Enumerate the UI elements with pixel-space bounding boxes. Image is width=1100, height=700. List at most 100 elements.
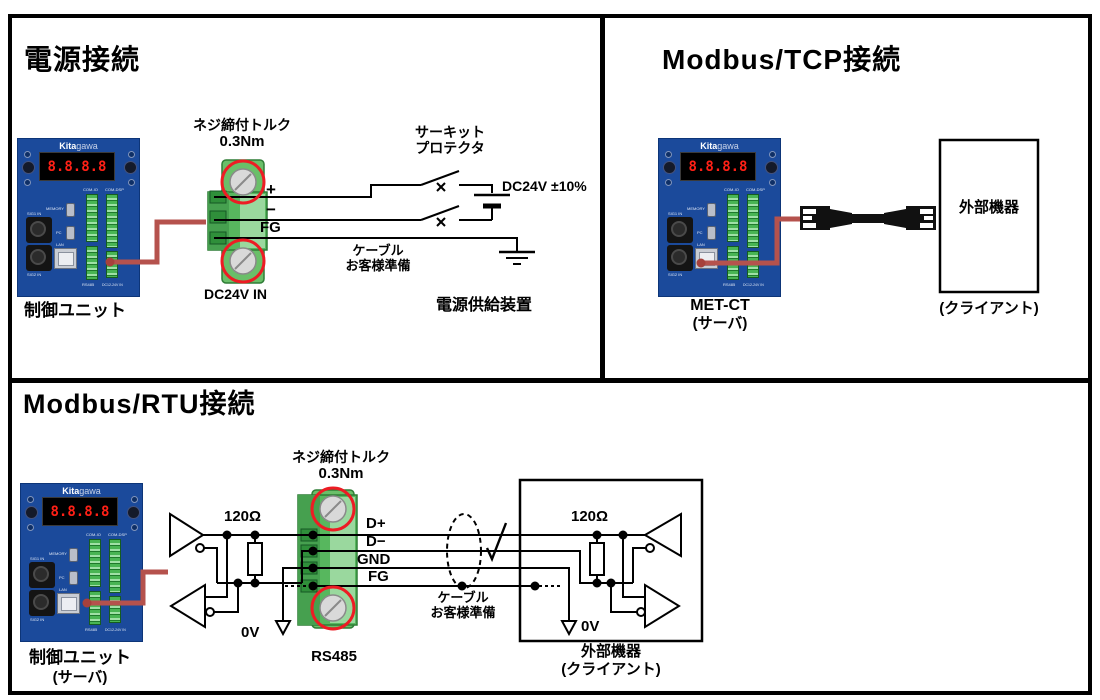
rtu-cable-note-line2: お客様準備 xyxy=(430,604,496,620)
lan-port xyxy=(54,248,77,269)
port-label-pc: PC xyxy=(56,230,62,235)
panel-divider-horizontal xyxy=(8,378,1092,383)
protector-line1: サーキット xyxy=(415,124,485,140)
terminal-strip xyxy=(86,194,98,242)
signal-label-dplus: D+ xyxy=(366,515,386,532)
circuit-protector-switch xyxy=(420,205,460,221)
port-label-power-in: DC12-24V IN xyxy=(743,283,764,287)
port-label-sig1: SIG1 IN xyxy=(668,211,683,216)
port-label-rs485: RS485 xyxy=(723,282,736,287)
wire-label-minus: − xyxy=(266,200,276,219)
rtu-panel-title: Modbus/RTU接続 xyxy=(23,389,256,419)
power-cable-red xyxy=(105,219,206,267)
terminal-strip xyxy=(89,539,101,587)
signal-label-dminus: D− xyxy=(366,533,386,550)
port-label-pc: PC xyxy=(59,575,65,580)
ground-label-right: 0V xyxy=(581,618,600,635)
device-screw-icon xyxy=(769,179,776,186)
sig2-connector xyxy=(29,590,55,616)
device-button xyxy=(765,161,778,174)
sig1-connector xyxy=(667,217,693,243)
port-label-sig2: SIG2 IN xyxy=(668,272,683,277)
pc-connector xyxy=(707,226,716,240)
port-label-com-io: COM-IO xyxy=(86,532,101,537)
memory-connector xyxy=(69,548,78,562)
external-device-caption: 外部機器 xyxy=(958,199,1019,216)
device-button xyxy=(127,506,140,519)
screw-highlight-circle xyxy=(310,585,356,631)
power-wiring xyxy=(214,170,535,265)
rtu-external-subcaption: (クライアント) xyxy=(561,661,661,678)
terminal-strip xyxy=(106,194,118,248)
port-label-sig1: SIG1 IN xyxy=(30,556,45,561)
port-label-sig1: SIG1 IN xyxy=(27,211,42,216)
rtu-torque-note: ネジ締付トルク 0.3Nm xyxy=(276,449,406,482)
port-label-sig2: SIG2 IN xyxy=(30,617,45,622)
cable-note-line2: お客様準備 xyxy=(345,257,411,273)
device-button xyxy=(25,506,38,519)
cable-note: ケーブル お客様準備 xyxy=(330,243,426,274)
device-screw-icon xyxy=(27,524,34,531)
terminal-strip xyxy=(727,194,739,242)
termination-resistor-icon xyxy=(589,542,605,576)
memory-connector xyxy=(707,203,716,217)
port-label-com-io: COM-IO xyxy=(724,187,739,192)
device-screw-icon xyxy=(24,151,31,158)
port-label-com-dsp: COM-DSP xyxy=(108,532,127,537)
port-label-com-dsp: COM-DSP xyxy=(105,187,124,192)
port-label-com-dsp: COM-DSP xyxy=(746,187,765,192)
device-screw-icon xyxy=(24,179,31,186)
terminal-strip xyxy=(109,539,121,593)
rtu-cable-note-line1: ケーブル xyxy=(437,590,489,605)
sig1-connector xyxy=(26,217,52,243)
signal-label-gnd: GND xyxy=(357,551,391,568)
pc-connector xyxy=(66,226,75,240)
control-unit-device: Kitagawa 8.8.8.8 COM-IO COM-DSP MEMORY P… xyxy=(17,138,140,297)
driver-buffer-icon xyxy=(643,512,682,558)
device-screw-icon xyxy=(769,151,776,158)
port-label-memory: MEMORY xyxy=(46,206,64,211)
rs485-terminal-block xyxy=(297,489,358,629)
port-label-rs485: RS485 xyxy=(82,282,95,287)
sig1-connector xyxy=(29,562,55,588)
port-label-lan: LAN xyxy=(56,242,64,247)
port-label-memory: MEMORY xyxy=(687,206,705,211)
lan-port xyxy=(57,593,80,614)
chassis-ground-icon xyxy=(560,620,578,637)
rtu-cable-note: ケーブル お客様準備 xyxy=(413,590,513,621)
device-screw-icon xyxy=(27,496,34,503)
port-label-com-io: COM-IO xyxy=(83,187,98,192)
port-label-memory: MEMORY xyxy=(49,551,67,556)
junction-dots xyxy=(222,530,628,591)
signal-label-fg: FG xyxy=(368,568,389,585)
receiver-buffer-icon xyxy=(644,583,681,629)
rtu-torque-line1: ネジ締付トルク xyxy=(292,449,390,465)
torque-note-line2: 0.3Nm xyxy=(219,133,265,151)
external-device-box xyxy=(938,138,1040,294)
screw-highlight-circle xyxy=(220,238,266,284)
termination-label-left: 120Ω xyxy=(224,508,262,525)
circuit-protector-note: サーキット プロテクタ xyxy=(398,124,502,156)
control-unit-device-rtu: Kitagawa 8.8.8.8 COM-IO COM-DSP MEMORY P… xyxy=(20,483,143,642)
device-screw-icon xyxy=(128,179,135,186)
kitagawa-logo: Kitagawa xyxy=(700,141,739,151)
rs485-wiring xyxy=(169,512,682,637)
sig2-connector xyxy=(667,245,693,271)
rtu-external-caption: 外部機器 xyxy=(580,643,641,660)
port-label-lan: LAN xyxy=(697,242,705,247)
termination-resistor-icon xyxy=(247,542,263,576)
wire-label-plus: + xyxy=(266,180,276,199)
supply-caption: 電源供給装置 xyxy=(436,297,533,314)
terminal-strip xyxy=(89,591,101,625)
power-terminal-block xyxy=(207,159,268,284)
driver-buffer-icon xyxy=(169,512,205,558)
terminal-strip xyxy=(86,246,98,280)
protector-line2: プロテクタ xyxy=(415,140,485,157)
outer-frame xyxy=(8,14,1092,695)
power-panel-title: 電源接続 xyxy=(24,44,141,75)
rtu-torque-line2: 0.3Nm xyxy=(318,465,364,483)
met-ct-subcaption: (サーバ) xyxy=(692,315,748,332)
rtu-device-subcaption: (サーバ) xyxy=(52,669,108,686)
